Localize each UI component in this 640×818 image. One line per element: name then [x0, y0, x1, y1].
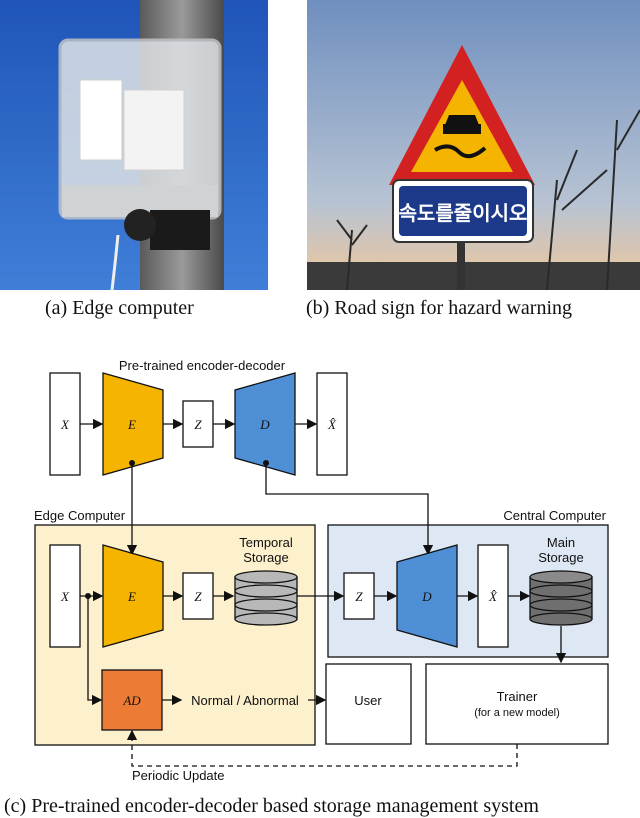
user-label: User — [354, 693, 382, 708]
main-storage-icon — [529, 570, 593, 626]
road-sign-text: 속도를줄이시오 — [399, 201, 528, 225]
output-xhat-top-label: X̂ — [327, 417, 337, 432]
decoder-central — [396, 544, 458, 648]
input-x-top — [49, 372, 81, 476]
edge-computer-region — [34, 524, 316, 746]
caption-b: (b) Road sign for hazard warning — [306, 297, 573, 319]
pretrained-title: Pre-trained encoder-decoder — [119, 358, 286, 373]
decoder-top-label: D — [259, 417, 270, 432]
caption-a: (a) Edge computer — [45, 297, 194, 319]
temporal-storage-label-1: Temporal — [239, 535, 293, 550]
encoder-top — [102, 372, 164, 476]
road-sign-photo: 속도를줄이시오 — [307, 0, 640, 290]
encoder-edge-label: E — [127, 589, 136, 604]
user-box — [325, 663, 412, 745]
central-computer-title: Central Computer — [503, 508, 606, 523]
latent-z-central — [343, 572, 375, 620]
main-storage-label-2: Storage — [538, 550, 584, 565]
input-x-edge-label: X — [60, 589, 70, 604]
storage-system-diagram: Edge Computer Central Computer Pre-train… — [34, 358, 609, 783]
temporal-storage-label-2: Storage — [243, 550, 289, 565]
trainer-label: Trainer — [497, 689, 538, 704]
anomaly-detector-label: AD — [122, 693, 141, 708]
latent-z-edge — [182, 572, 214, 620]
main-storage-label-1: Main — [547, 535, 575, 550]
input-x-edge — [49, 544, 81, 648]
output-xhat-top — [316, 372, 348, 476]
normal-abnormal-label: Normal / Abnormal — [191, 693, 299, 708]
edge-computer-photo — [0, 0, 268, 290]
periodic-update-label: Periodic Update — [132, 768, 225, 783]
temporal-storage-icon — [234, 570, 298, 626]
encoder-edge — [102, 544, 164, 648]
trainer-sub-label: (for a new model) — [474, 707, 560, 719]
input-x-top-label: X — [60, 417, 70, 432]
caption-c: (c) Pre-trained encoder-decoder based st… — [4, 795, 539, 817]
anomaly-detector-box — [101, 669, 163, 731]
latent-z-edge-label: Z — [194, 589, 202, 604]
latent-z-central-label: Z — [355, 589, 363, 604]
decoder-central-label: D — [421, 589, 432, 604]
encoder-top-label: E — [127, 417, 136, 432]
trainer-box — [425, 663, 609, 745]
decoder-top — [234, 372, 296, 476]
output-xhat-central-label: X̂ — [488, 589, 498, 604]
latent-z-top-label: Z — [194, 417, 202, 432]
edge-computer-title: Edge Computer — [34, 508, 126, 523]
